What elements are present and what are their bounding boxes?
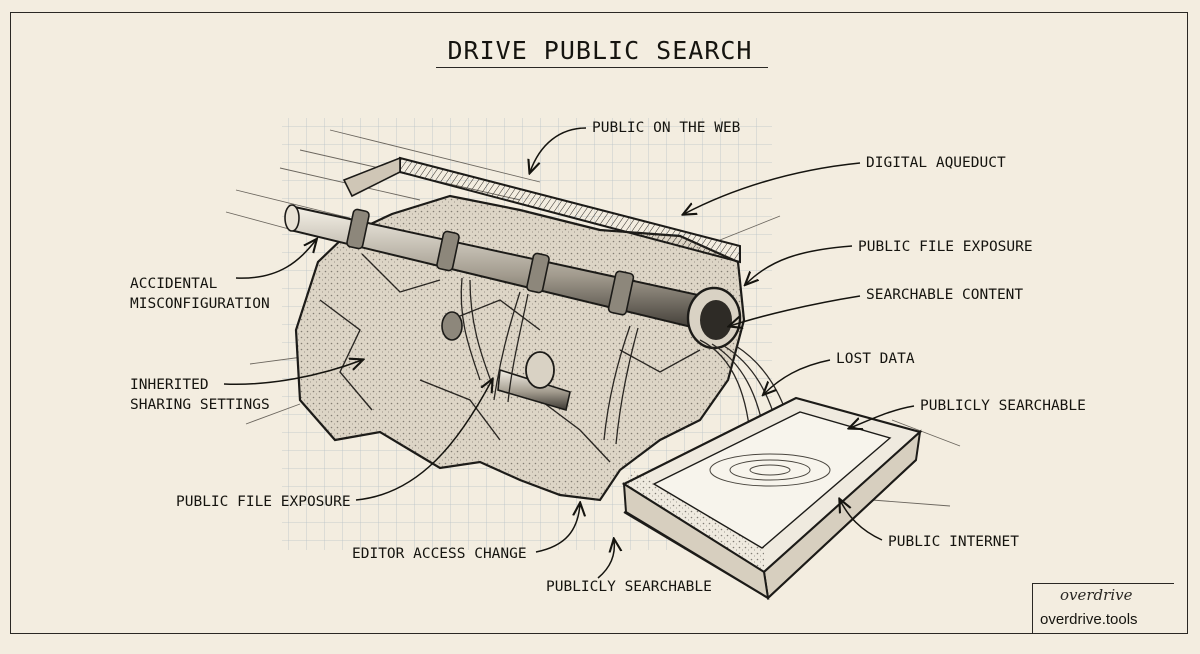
side-pipe	[441, 311, 571, 412]
label-public-on-the-web: PUBLIC ON THE WEB	[592, 120, 741, 136]
page-title: DRIVE PUBLIC SEARCH	[447, 36, 753, 65]
label-editor-access-change: EDITOR ACCESS CHANGE	[352, 546, 527, 562]
handwritten-signature: overdrive	[1060, 586, 1133, 604]
label-public-file-exposure-left: PUBLIC FILE EXPOSURE	[176, 494, 351, 510]
label-public-file-exposure-right: PUBLIC FILE EXPOSURE	[858, 239, 1033, 255]
title-underline	[436, 67, 768, 68]
label-public-internet: PUBLIC INTERNET	[888, 534, 1019, 550]
label-lost-data: LOST DATA	[836, 351, 915, 367]
border-frame	[10, 12, 1188, 634]
water-basin	[621, 396, 923, 601]
signature-box	[1032, 583, 1174, 633]
label-inherited-sharing-settings: INHERITED SHARING SETTINGS	[130, 377, 270, 413]
main-pipe	[284, 204, 742, 350]
water-leaks	[460, 277, 801, 467]
label-searchable-content: SEARCHABLE CONTENT	[866, 287, 1024, 303]
label-publicly-searchable-right: PUBLICLY SEARCHABLE	[920, 398, 1086, 414]
label-digital-aqueduct: DIGITAL AQUEDUCT	[866, 155, 1006, 171]
leader-lines	[223, 127, 915, 579]
label-publicly-searchable-bottom: PUBLICLY SEARCHABLE	[546, 579, 712, 595]
site-url: overdrive.tools	[1040, 611, 1138, 628]
label-accidental-misconfiguration: ACCIDENTAL MISCONFIGURATION	[130, 276, 270, 312]
